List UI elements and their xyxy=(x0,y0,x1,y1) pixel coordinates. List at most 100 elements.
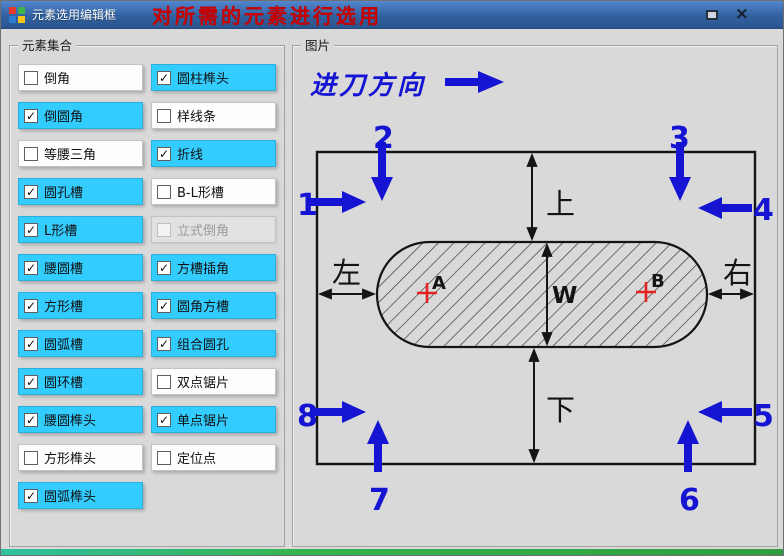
workpiece-outline xyxy=(315,150,757,466)
checkbox-label: 圆柱榫头 xyxy=(177,72,230,87)
svg-text:3: 3 xyxy=(669,121,690,156)
entry-arrow-3: 3 xyxy=(669,121,691,201)
window-title: 元素选用编辑框 xyxy=(32,8,117,22)
entry-arrow-4: 4 xyxy=(698,193,774,228)
checkbox-label: L形槽 xyxy=(44,224,78,239)
checkbox-item[interactable]: 方形榫头 xyxy=(18,444,143,471)
entry-arrow-2: 2 xyxy=(371,121,394,201)
picture-groupbox-label: 图片 xyxy=(301,38,335,53)
checkbox-item[interactable]: ✓ 倒圆角 xyxy=(18,102,143,129)
checkbox-label: 腰圆榫头 xyxy=(44,414,97,429)
entry-arrow-8: 8 xyxy=(297,399,366,434)
checkbox-item: 立式倒角 xyxy=(151,216,276,243)
checkbox-item[interactable]: ✓方槽插角 xyxy=(151,254,276,281)
picture-groupbox: 图片 进刀方向 xyxy=(292,38,778,547)
checkbox-item[interactable]: 定位点 xyxy=(151,444,276,471)
checkbox-label: 样线条 xyxy=(177,110,217,125)
checkbox-label: 圆弧榫头 xyxy=(44,490,97,505)
checkbox[interactable] xyxy=(157,184,171,199)
point-a-label: A xyxy=(432,273,446,294)
svg-text:6: 6 xyxy=(679,483,700,518)
svg-text:7: 7 xyxy=(369,483,390,518)
checkbox[interactable] xyxy=(24,450,38,465)
checkbox[interactable]: ✓ xyxy=(24,336,38,351)
label-top: 上 xyxy=(546,187,575,221)
checkbox-label: 圆角方槽 xyxy=(177,300,230,315)
checkbox-label: 折线 xyxy=(177,148,204,163)
checkbox-item[interactable]: ✓ 组合圆孔 xyxy=(151,330,276,357)
checkbox-item[interactable]: ✓ 方形槽 xyxy=(18,292,143,319)
checkbox-label: 双点锯片 xyxy=(177,376,230,391)
checkbox[interactable] xyxy=(157,108,171,123)
window-controls: × xyxy=(705,4,775,24)
label-width: W xyxy=(552,283,577,309)
checkbox-label: 方形榫头 xyxy=(44,452,97,467)
feed-direction: 进刀方向 xyxy=(310,71,504,101)
checkbox[interactable]: ✓ xyxy=(157,70,171,85)
checkbox-label: 立式倒角 xyxy=(177,224,230,239)
checkbox-item[interactable]: ✓圆孔槽 xyxy=(18,178,143,205)
title-bar: 元素选用编辑框 对所需的元素进行选用 × xyxy=(1,1,783,29)
feed-direction-label: 进刀方向 xyxy=(310,71,426,101)
minimize-icon[interactable] xyxy=(705,9,718,20)
checkbox[interactable]: ✓ xyxy=(24,374,38,389)
checkbox[interactable]: ✓ xyxy=(24,412,38,427)
checkbox-item[interactable]: ✓ 单点锯片 xyxy=(151,406,276,433)
checkbox-item[interactable]: ✓ 折线 xyxy=(151,140,276,167)
checkbox-item[interactable]: ✓ 圆角方槽 xyxy=(151,292,276,319)
checkbox[interactable]: ✓ xyxy=(24,184,38,199)
checkbox[interactable]: ✓ xyxy=(24,488,38,503)
window-bottom-accent xyxy=(1,549,783,555)
checkbox-item[interactable]: ✓ 圆环槽 xyxy=(18,368,143,395)
window-subtitle: 对所需的元素进行选用 xyxy=(152,4,383,28)
checkbox-item[interactable]: B-L形槽 xyxy=(151,178,276,205)
checkbox-label: 等腰三角 xyxy=(44,148,97,163)
checkbox[interactable]: ✓ xyxy=(24,298,38,313)
checkbox-item[interactable]: ✓圆弧槽 xyxy=(18,330,143,357)
checkbox[interactable] xyxy=(157,374,171,389)
machining-diagram: 进刀方向 上 W 下 左 右 A xyxy=(297,71,774,518)
checkbox[interactable]: ✓ xyxy=(24,108,38,123)
element-set-groupbox: 元素集合 倒角✓倒圆角等腰三角✓圆孔槽✓L形槽✓腰圆槽✓方形槽✓圆弧槽✓圆环槽✓… xyxy=(9,38,285,547)
checkbox-label: 方形槽 xyxy=(44,300,84,315)
checkbox[interactable]: ✓ xyxy=(157,146,171,161)
label-right: 右 xyxy=(723,256,752,290)
checkbox[interactable]: ✓ xyxy=(157,412,171,427)
checkbox-column: 倒角✓倒圆角等腰三角✓圆孔槽✓L形槽✓腰圆槽✓方形槽✓圆弧槽✓圆环槽✓腰圆榫头方… xyxy=(18,64,143,520)
close-icon[interactable]: × xyxy=(734,4,749,24)
point-b-cross xyxy=(636,282,656,302)
checkbox-label: 圆环槽 xyxy=(44,376,84,391)
checkbox[interactable]: ✓ xyxy=(157,260,171,275)
checkbox[interactable]: ✓ xyxy=(24,222,38,237)
checkbox-label: 倒圆角 xyxy=(44,110,84,125)
svg-text:5: 5 xyxy=(753,399,774,434)
checkbox-label: 定位点 xyxy=(177,452,217,467)
checkbox-item[interactable]: ✓ 圆弧榫头 xyxy=(18,482,143,509)
checkbox[interactable] xyxy=(24,70,38,85)
checkbox-item[interactable]: 等腰三角 xyxy=(18,140,143,167)
checkbox-label: 组合圆孔 xyxy=(177,338,230,353)
app-icon xyxy=(9,6,25,23)
checkbox[interactable]: ✓ xyxy=(24,260,38,275)
checkbox-item[interactable]: 样线条 xyxy=(151,102,276,129)
checkbox-item[interactable]: ✓ 腰圆榫头 xyxy=(18,406,143,433)
checkbox-item[interactable]: ✓ L形槽 xyxy=(18,216,143,243)
checkbox-item[interactable]: 双点锯片 xyxy=(151,368,276,395)
checkbox[interactable] xyxy=(24,146,38,161)
element-set-groupbox-label: 元素集合 xyxy=(18,38,77,53)
svg-text:4: 4 xyxy=(753,193,774,228)
entry-arrow-7: 7 xyxy=(367,420,390,518)
checkbox-item[interactable]: ✓ 圆柱榫头 xyxy=(151,64,276,91)
label-bottom: 下 xyxy=(546,393,575,427)
checkbox-label: 腰圆槽 xyxy=(44,262,84,277)
checkbox[interactable]: ✓ xyxy=(157,298,171,313)
checkbox-item[interactable]: 倒角 xyxy=(18,64,143,91)
checkbox[interactable]: ✓ xyxy=(157,336,171,351)
checkbox[interactable] xyxy=(157,450,171,465)
checkbox-item[interactable]: ✓ 腰圆槽 xyxy=(18,254,143,281)
checkbox xyxy=(157,222,171,237)
entry-arrow-6: 6 xyxy=(677,420,700,518)
checkbox-label: 单点锯片 xyxy=(177,414,230,429)
